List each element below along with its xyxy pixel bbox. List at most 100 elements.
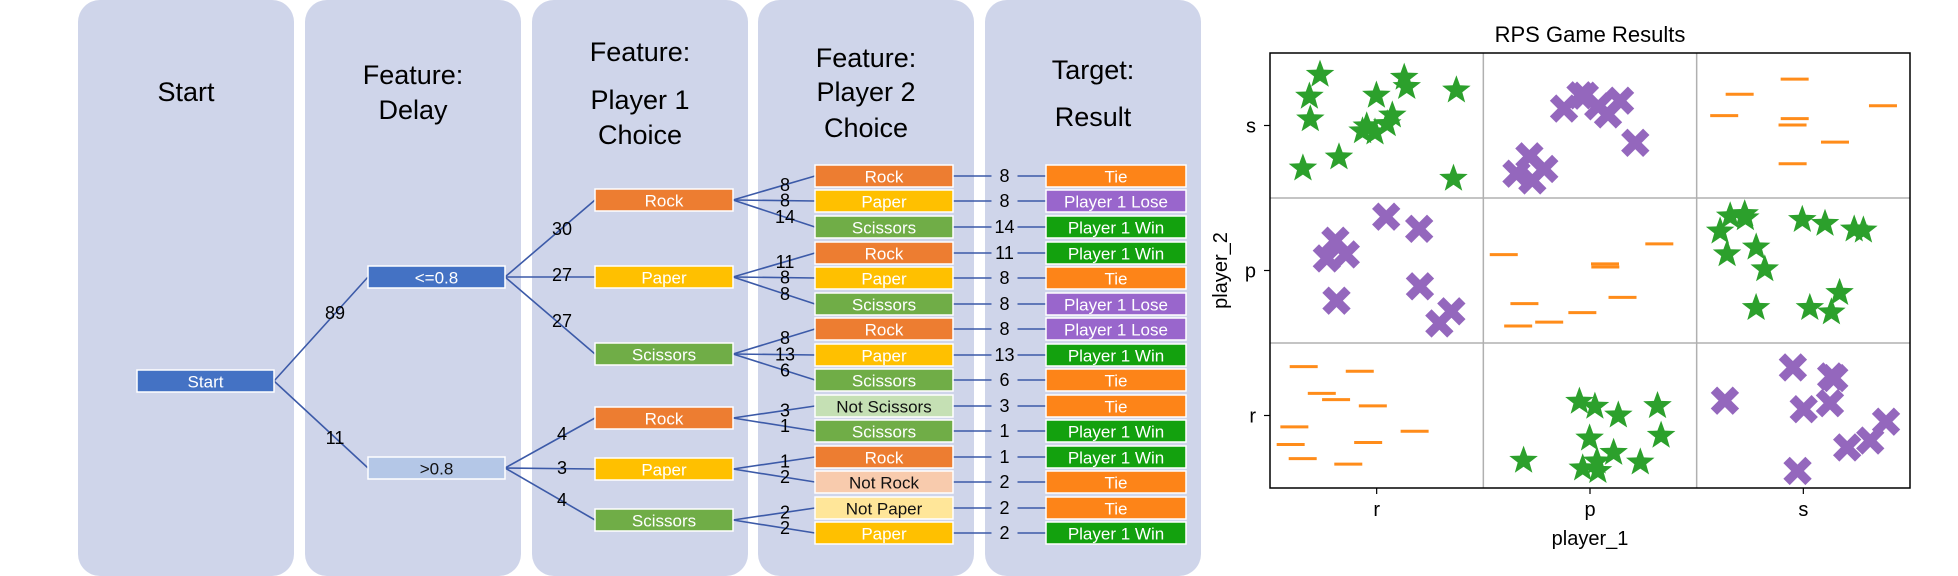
- node-label: Tie: [1105, 372, 1128, 391]
- node-box: [814, 215, 954, 239]
- tree-link: [732, 252, 816, 278]
- node-label: Paper: [641, 269, 687, 288]
- result-node: Tie: [1045, 470, 1187, 494]
- win-marker: [1575, 423, 1604, 451]
- lose-marker: [1621, 128, 1650, 157]
- node-box: [1045, 368, 1187, 392]
- win-marker: [1362, 80, 1391, 108]
- node-label: Paper: [641, 461, 687, 480]
- player2-node: Paper: [814, 189, 954, 213]
- player2-count: 8: [780, 268, 790, 288]
- result-node: Tie: [1045, 394, 1187, 418]
- result-count: 13: [994, 345, 1014, 365]
- player1-node: Scissors: [594, 508, 734, 532]
- column-header-line: Delay: [378, 95, 448, 125]
- win-marker: [1788, 204, 1817, 232]
- win-marker: [1715, 201, 1745, 229]
- x-tick-label: s: [1798, 499, 1808, 521]
- result-count: 1: [999, 421, 1009, 441]
- tree-link: [732, 199, 816, 202]
- node-label: Player 1 Win: [1068, 245, 1164, 264]
- win-marker: [1750, 254, 1779, 282]
- node-box: [814, 419, 954, 443]
- node-box: [367, 456, 506, 480]
- node-box: [814, 164, 954, 188]
- node-box: [1045, 317, 1187, 341]
- player1-count: 30: [552, 219, 572, 239]
- player2-node: Scissors: [814, 292, 954, 316]
- node-box: [594, 508, 734, 532]
- node-label: Scissors: [852, 372, 916, 391]
- count-background: [991, 320, 1018, 338]
- tree-link: [732, 519, 816, 534]
- node-box: [367, 265, 506, 289]
- node-label: Rock: [865, 245, 904, 264]
- player1-count: 4: [557, 490, 567, 510]
- node-box: [1045, 343, 1187, 367]
- lose-marker: [1783, 456, 1812, 486]
- tree-link: [732, 175, 816, 201]
- node-box: [1045, 419, 1187, 443]
- node-box: [594, 188, 734, 212]
- column-header-line: Choice: [824, 113, 908, 143]
- result-node: Player 1 Win: [1045, 343, 1187, 367]
- tree-link: [732, 199, 816, 228]
- node-label: Scissors: [632, 346, 696, 365]
- delay-count: 89: [325, 303, 345, 323]
- lose-marker: [1331, 240, 1360, 269]
- lose-marker: [1549, 94, 1579, 123]
- result-node: Player 1 Win: [1045, 419, 1187, 443]
- result-count: 8: [999, 268, 1009, 288]
- win-marker: [1392, 71, 1421, 99]
- node-label: Player 1 Lose: [1064, 321, 1168, 340]
- node-label: Player 1 Lose: [1064, 296, 1168, 315]
- node-box: [814, 292, 954, 316]
- panel-background: [78, 0, 294, 576]
- result-count: 2: [999, 498, 1009, 518]
- y-tick-label: r: [1249, 406, 1256, 428]
- tree-link: [732, 353, 816, 356]
- player1-count: 27: [552, 265, 572, 285]
- win-marker: [1646, 420, 1676, 448]
- player2-count: 3: [780, 400, 790, 420]
- node-box: [814, 317, 954, 341]
- player2-node: Rock: [814, 164, 954, 188]
- win-marker: [1795, 292, 1825, 320]
- player2-node: Paper: [814, 266, 954, 290]
- win-marker: [1305, 59, 1335, 87]
- win-marker: [1442, 75, 1471, 103]
- column-header-line: Feature:: [363, 60, 464, 90]
- result-count: 1: [999, 447, 1009, 467]
- result-count: 2: [999, 523, 1009, 543]
- win-marker: [1817, 297, 1846, 325]
- node-label: Scissors: [852, 423, 916, 442]
- win-marker: [1352, 111, 1381, 139]
- lose-marker: [1404, 214, 1434, 244]
- node-label: Rock: [865, 168, 904, 187]
- tree-link: [504, 276, 596, 355]
- node-box: [1045, 496, 1187, 520]
- win-marker: [1360, 117, 1390, 145]
- delay-node-gt-0-8: >0.8: [367, 456, 506, 480]
- player1-node: Paper: [594, 265, 734, 289]
- win-marker: [1509, 445, 1538, 473]
- win-marker: [1378, 100, 1407, 128]
- lose-marker: [1405, 272, 1435, 301]
- count-background: [991, 499, 1018, 517]
- win-marker: [1373, 109, 1402, 137]
- count-background: [991, 218, 1018, 236]
- lose-marker: [1530, 154, 1559, 184]
- node-label: Tie: [1105, 270, 1128, 289]
- node-label: Player 1 Win: [1068, 347, 1164, 366]
- player2-count: 2: [780, 518, 790, 538]
- node-box: [814, 368, 954, 392]
- column-header-line: Result: [1055, 102, 1132, 132]
- win-marker: [1568, 453, 1597, 481]
- win-marker: [1705, 216, 1735, 244]
- delay-node-le-0-8: <=0.8: [367, 265, 506, 289]
- node-label: Tie: [1105, 398, 1128, 417]
- node-label: Rock: [645, 192, 684, 211]
- player2-count: 1: [780, 451, 790, 471]
- y-tick-label: p: [1245, 261, 1256, 283]
